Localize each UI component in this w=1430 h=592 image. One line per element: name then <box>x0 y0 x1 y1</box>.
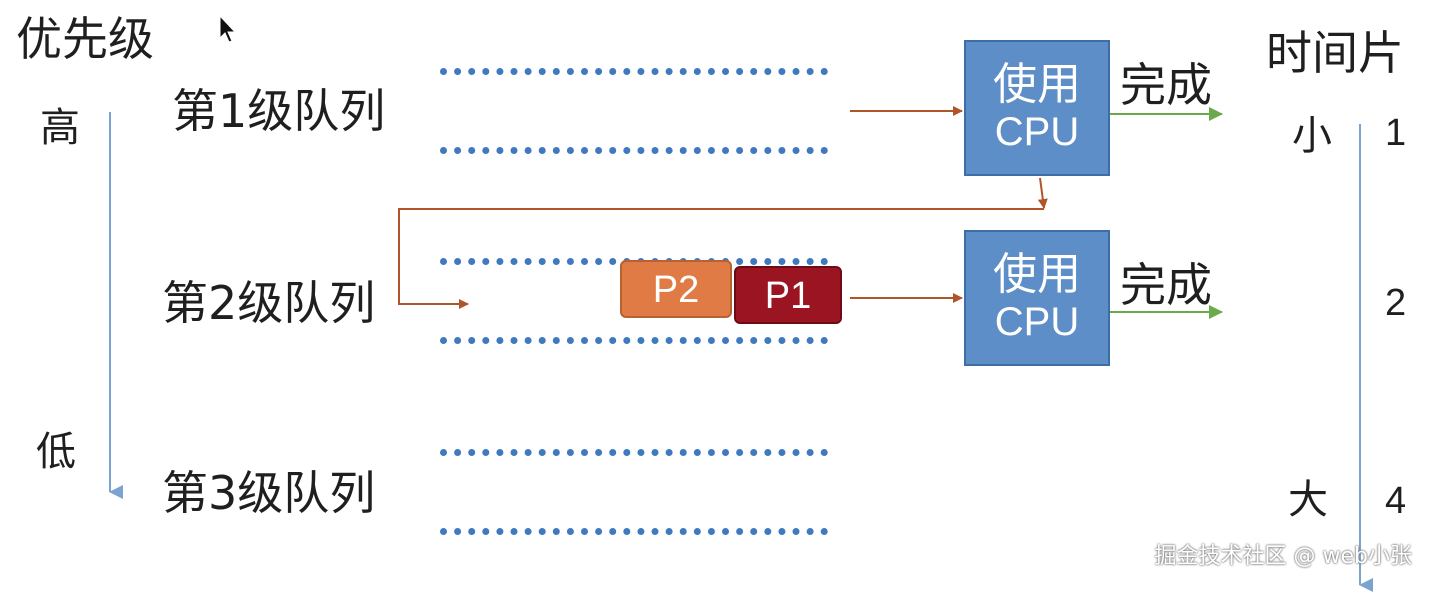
queue-2-bottom-line <box>440 337 828 344</box>
queue-1-top-line <box>440 68 828 75</box>
cpu-box-1-line2: CPU <box>994 110 1080 155</box>
queue-1-label: 第1级队列 <box>172 84 386 138</box>
time-slice-value-4: 4 <box>1385 480 1407 522</box>
queue-3-bottom-line <box>440 528 828 535</box>
priority-low-label: 低 <box>36 429 76 475</box>
time-slice-large-label: 大 <box>1288 477 1328 523</box>
priority-high-label: 高 <box>40 105 80 151</box>
queue-2-label: 第2级队列 <box>162 276 376 330</box>
cpu-box-2: 使用 CPU <box>964 230 1110 366</box>
queue-3-top-line <box>440 449 828 456</box>
cpu-box-2-line2: CPU <box>994 300 1080 345</box>
process-p2: P2 <box>620 260 732 318</box>
time-slice-small-label: 小 <box>1292 113 1332 159</box>
cpu-box-1-line1: 使用 <box>993 59 1081 110</box>
cpu-2-done-label: 完成 <box>1120 258 1212 312</box>
cpu-box-2-line1: 使用 <box>993 249 1081 300</box>
time-slice-value-1: 1 <box>1385 112 1407 154</box>
cpu1-down-arrow <box>1037 177 1048 209</box>
time-slice-title: 时间片 <box>1266 26 1404 80</box>
process-p1: P1 <box>734 266 842 324</box>
priority-title: 优先级 <box>16 12 154 66</box>
mouse-cursor-icon <box>219 14 237 43</box>
queue-1-bottom-line <box>440 147 828 154</box>
watermark-text: 掘金技术社区 @ web小张 <box>1154 544 1412 569</box>
time-slice-value-2: 2 <box>1385 282 1407 324</box>
cpu-1-done-label: 完成 <box>1120 58 1212 112</box>
feedback-to-queue2-arrow <box>398 208 1044 309</box>
queue-3-label: 第3级队列 <box>162 466 376 520</box>
cpu-box-1: 使用 CPU <box>964 40 1110 176</box>
